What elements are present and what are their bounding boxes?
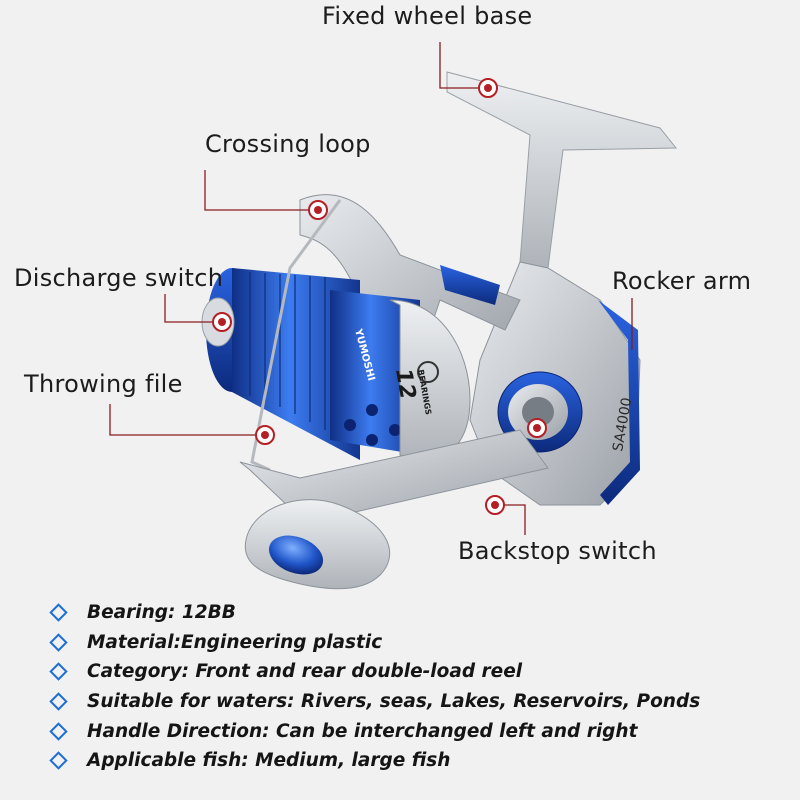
marker-discharge-switch <box>212 312 232 332</box>
callout-fixed-wheel-base: Fixed wheel base <box>322 2 533 30</box>
diamond-bullet-icon <box>49 662 68 682</box>
spec-item-applicable-fish: Applicable fish: Medium, large fish <box>48 746 788 776</box>
spool <box>201 268 420 460</box>
diamond-bullet-icon <box>49 603 68 622</box>
reel-bearing-count: 12 <box>390 367 420 402</box>
spec-text: Suitable for waters: Rivers, seas, Lakes… <box>87 691 701 713</box>
bail-wire <box>250 199 342 472</box>
spec-text: Category: Front and rear double-load ree… <box>87 661 523 683</box>
handle <box>239 429 549 590</box>
callout-discharge-switch: Discharge switch <box>14 264 224 292</box>
reel-foot <box>446 71 678 269</box>
callout-backstop-switch: Backstop switch <box>458 537 657 565</box>
marker-rocker-arm <box>527 418 547 438</box>
marker-throwing-file <box>255 425 275 445</box>
spec-item-waters: Suitable for waters: Rivers, seas, Lakes… <box>48 687 788 717</box>
spec-list: Bearing: 12BB Material:Engineering plast… <box>48 598 788 776</box>
diamond-bullet-icon <box>49 633 68 652</box>
marker-backstop-switch <box>485 495 505 515</box>
callout-markers <box>212 78 547 515</box>
spec-text: Applicable fish: Medium, large fish <box>87 750 451 772</box>
marker-crossing-loop <box>308 200 328 220</box>
spec-item-handle-direction: Handle Direction: Can be interchanged le… <box>48 716 788 746</box>
spec-item-category: Category: Front and rear double-load ree… <box>48 657 788 687</box>
spec-item-material: Material:Engineering plastic <box>48 628 788 658</box>
callout-rocker-arm: Rocker arm <box>612 267 752 295</box>
spec-text: Bearing: 12BB <box>87 602 236 624</box>
diamond-bullet-icon <box>49 721 68 741</box>
diamond-bullet-icon <box>49 692 68 711</box>
marker-fixed-wheel-base <box>478 78 498 98</box>
spec-text: Handle Direction: Can be interchanged le… <box>87 720 638 742</box>
spec-item-bearing: Bearing: 12BB <box>48 598 788 628</box>
diamond-bullet-icon <box>49 751 68 770</box>
spec-text: Material:Engineering plastic <box>87 631 383 653</box>
callout-throwing-file: Throwing file <box>24 370 183 398</box>
callout-crossing-loop: Crossing loop <box>205 130 371 158</box>
